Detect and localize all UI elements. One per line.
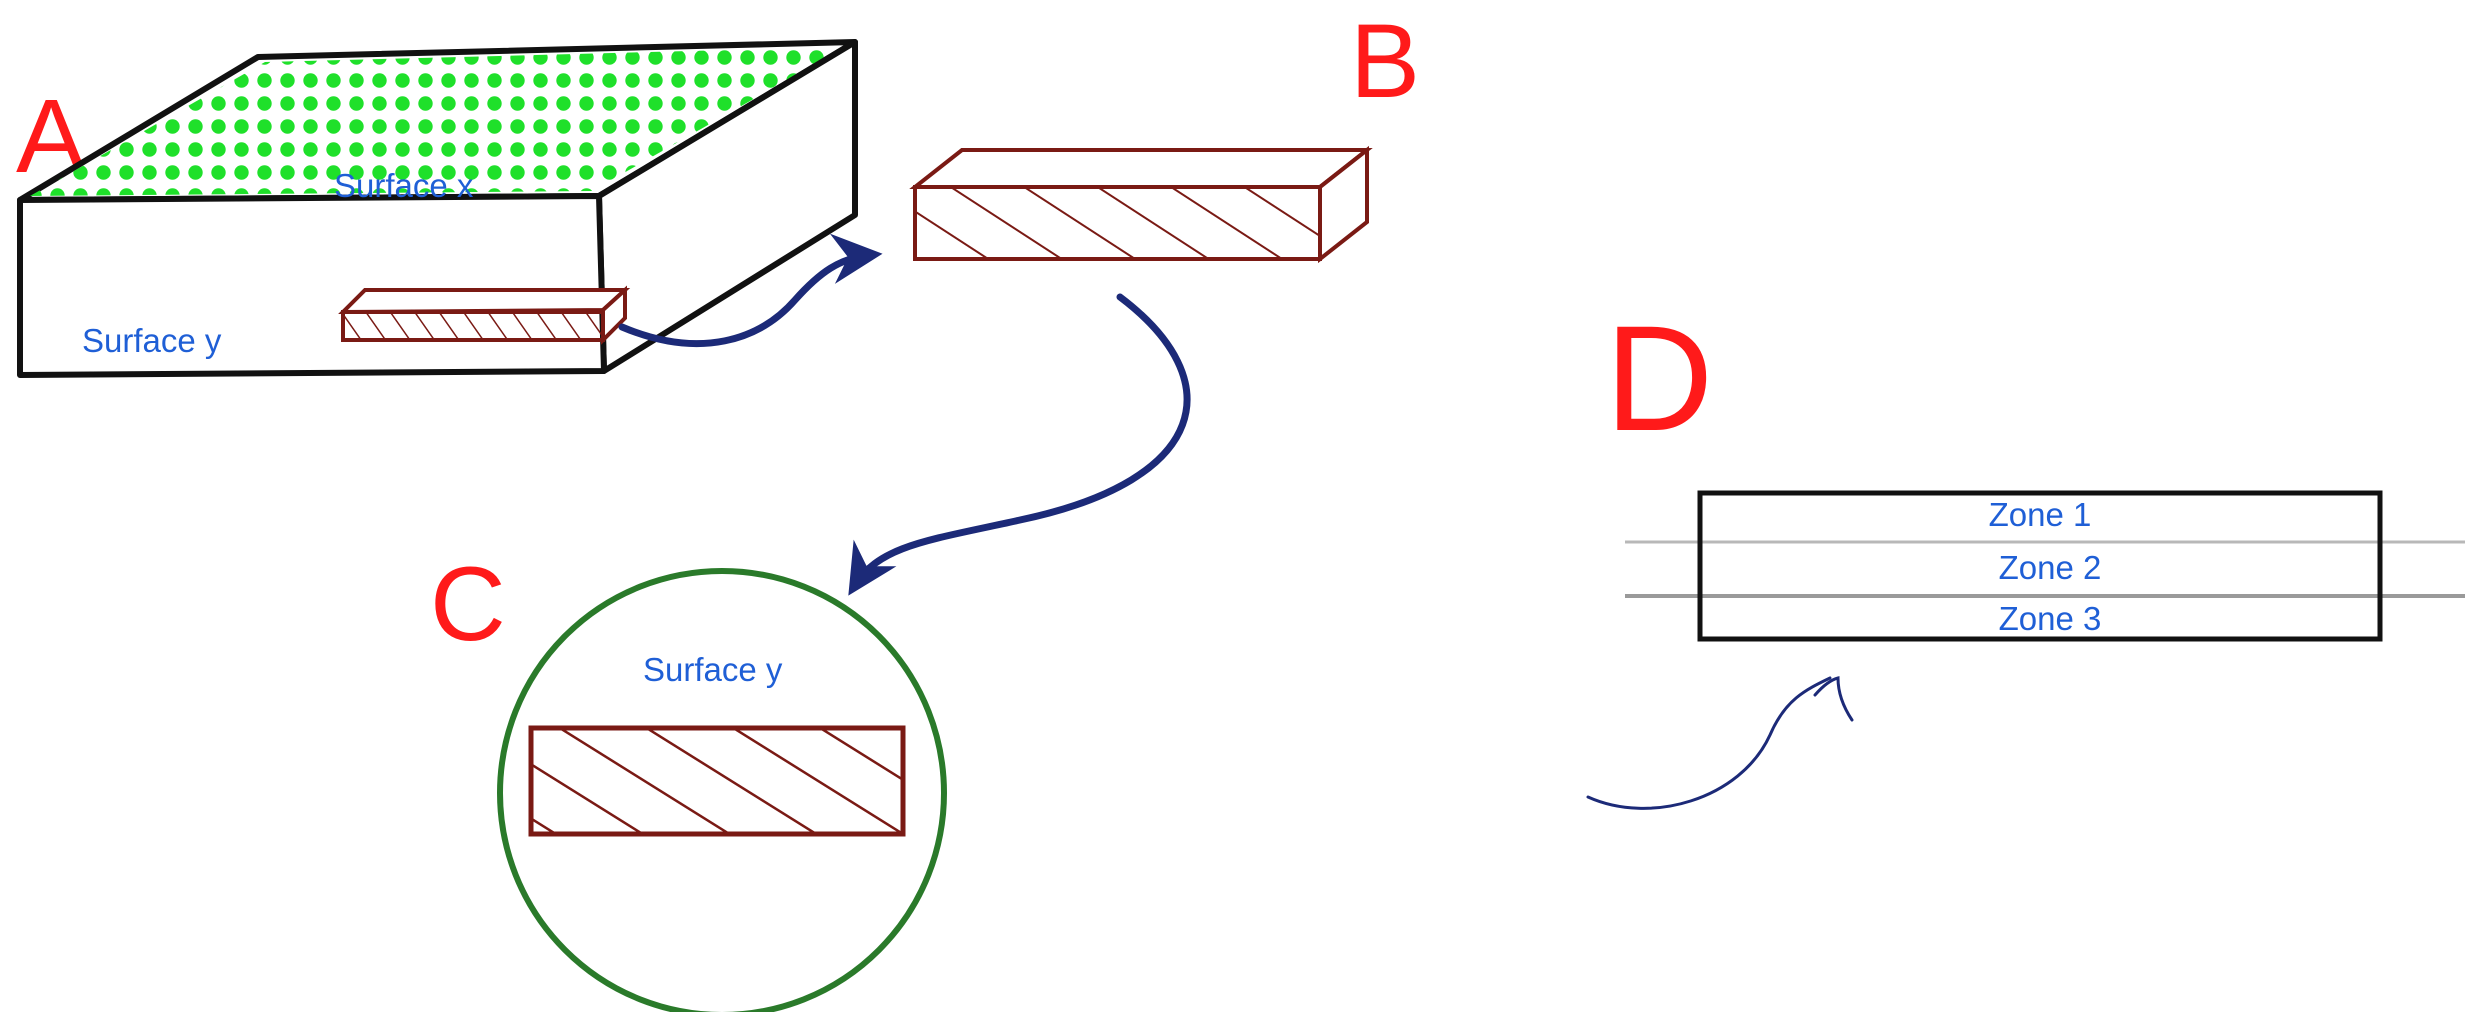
- arrow-to-zones: [1586, 676, 1832, 810]
- sample-strip-a: [338, 285, 631, 345]
- panel-c-letter: C: [430, 546, 506, 663]
- arrow-b-to-c: [848, 293, 1191, 596]
- zone-3-label: Zone 3: [1999, 600, 2102, 637]
- arrow-a-to-b: [618, 233, 883, 348]
- panel-d: D Zone 1 Zone 2 Zone 3: [1586, 294, 2465, 810]
- surface-y-label-a: Surface y: [82, 322, 222, 359]
- zone-1-label: Zone 1: [1989, 496, 2092, 533]
- panel-a: A Surface x Surface y: [16, 39, 858, 378]
- zone-2-label: Zone 2: [1999, 549, 2102, 586]
- sample-cross-section: [528, 725, 906, 837]
- sample-block-b: [909, 145, 1373, 264]
- panel-b-letter: B: [1350, 3, 1420, 120]
- surface-y-label-c: Surface y: [643, 651, 783, 688]
- panel-d-letter: D: [1605, 294, 1713, 462]
- surface-x-dot-pattern: [30, 47, 845, 196]
- surface-x-label: Surface x: [334, 167, 474, 204]
- zone-box: [1697, 490, 2383, 642]
- arrow-to-zones-head: [1813, 676, 1854, 722]
- panel-b: B: [909, 3, 1420, 264]
- panel-c: C Surface y: [430, 546, 947, 1017]
